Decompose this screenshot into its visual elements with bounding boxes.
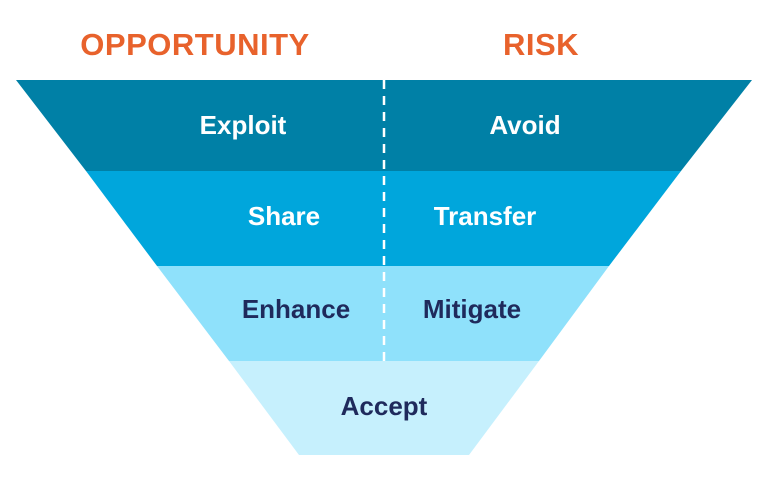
funnel-tier-exploit-avoid [16,80,752,171]
opportunity-header: OPPORTUNITY [80,27,309,62]
label-share: Share [248,201,320,231]
label-avoid: Avoid [489,110,560,140]
label-accept: Accept [341,391,428,421]
funnel-tier-share-transfer [86,171,681,266]
label-mitigate: Mitigate [423,294,521,324]
label-transfer: Transfer [434,201,537,231]
label-enhance: Enhance [242,294,350,324]
label-exploit: Exploit [200,110,287,140]
risk-header: RISK [503,27,579,62]
funnel-tier-enhance-mitigate [157,266,609,361]
funnel-tier-accept [229,361,539,455]
